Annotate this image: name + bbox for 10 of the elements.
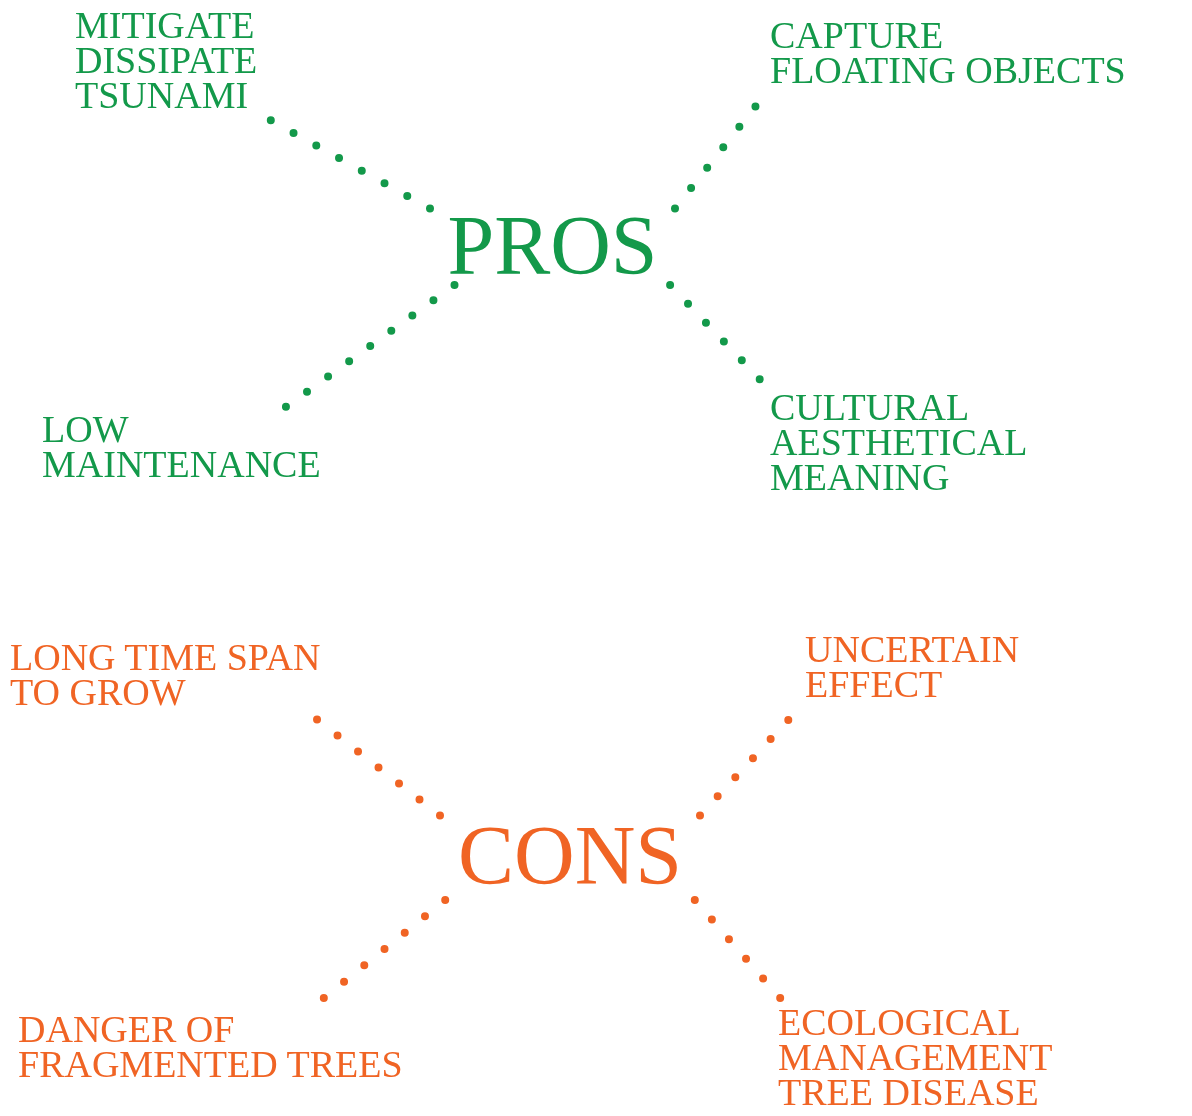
con-label: ECOLOGICAL MANAGEMENT TREE DISEASE [778,1005,1053,1110]
pro-label: CULTURAL AESTHETICAL MEANING [770,390,1028,495]
pro-label: CAPTURE FLOATING OBJECTS [770,18,1126,88]
pro-label: MITIGATE DISSIPATE TSUNAMI [75,8,258,113]
pros-heading: PROS [430,200,675,285]
con-label: LONG TIME SPAN TO GROW [10,640,321,710]
con-label: DANGER OF FRAGMENTED TREES [18,1012,403,1082]
pro-label: LOW MAINTENANCE [42,412,321,482]
con-label: UNCERTAIN EFFECT [805,632,1020,702]
cons-heading: CONS [440,810,700,900]
